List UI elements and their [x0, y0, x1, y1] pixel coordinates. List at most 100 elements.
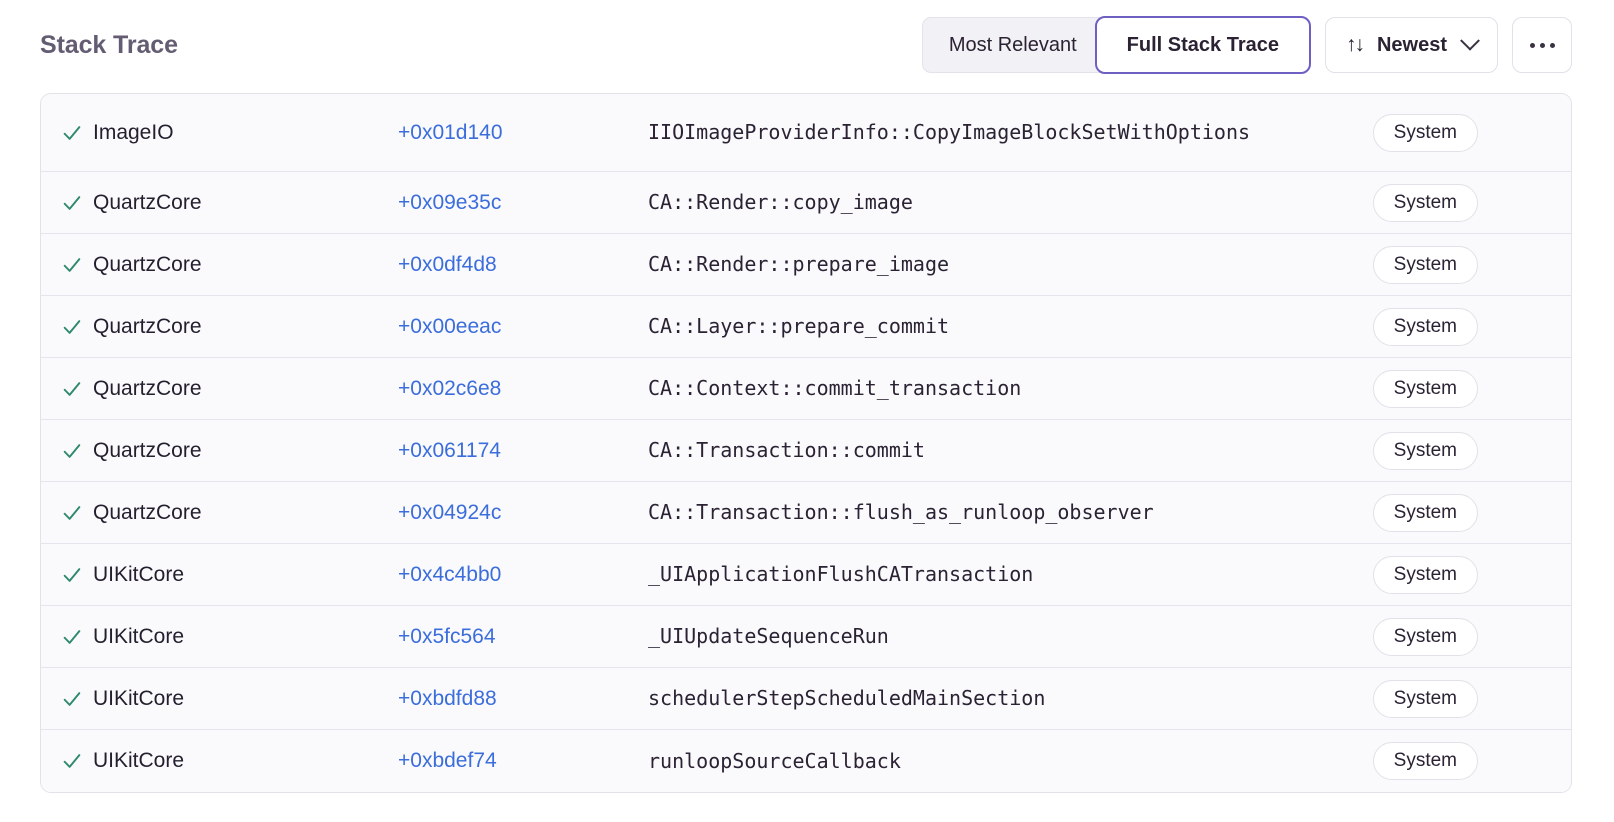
ellipsis-icon-dot-3 [1549, 42, 1555, 48]
status-badge: System [1372, 679, 1478, 718]
check-icon [63, 754, 81, 768]
table-row[interactable]: QuartzCore +0x04924c CA::Transaction::flus… [41, 482, 1571, 544]
frame-symbol: CA::Layer::prepare_commit [648, 314, 950, 338]
stack-trace-frame-list: ImageIO +0x01d140 IIOImageProviderInfo::Co… [40, 93, 1572, 793]
frame-offset-link[interactable]: +0x5fc564 [398, 624, 496, 648]
frame-module: QuartzCore [93, 314, 202, 338]
frame-status-cell [41, 688, 93, 710]
status-badge: System [1372, 245, 1478, 284]
frame-module: QuartzCore [93, 500, 202, 524]
status-badge: System [1372, 307, 1478, 346]
check-icon [63, 567, 81, 582]
status-badge: System [1372, 555, 1478, 594]
frame-badge-cell: System [1338, 369, 1478, 408]
frame-status-cell [41, 192, 93, 214]
frame-status-cell [41, 626, 93, 648]
frame-status-cell [41, 502, 93, 524]
frame-module: UIKitCore [93, 749, 185, 772]
frame-offset-link[interactable]: +0xbdef74 [398, 749, 497, 772]
frame-badge-cell: System [1338, 245, 1478, 284]
header-actions: Most Relevant Full Stack Trace ↑↓ Newest [921, 16, 1572, 74]
panel-header: Stack Trace Most Relevant Full Stack Tra… [0, 0, 1614, 90]
frame-offset-link[interactable]: +0xbdfd88 [398, 686, 497, 710]
table-row[interactable]: QuartzCore +0x09e35c CA::Render::copy_imag… [41, 172, 1571, 234]
check-icon [63, 195, 81, 210]
frame-badge-cell: System [1338, 431, 1478, 470]
frame-symbol: _UIApplicationFlushCATransaction [648, 562, 1034, 586]
status-badge: System [1372, 617, 1478, 656]
frame-status-cell [41, 750, 93, 772]
frame-module: UIKitCore [93, 686, 185, 710]
ellipsis-icon-dot-1 [1529, 42, 1535, 48]
table-row[interactable]: QuartzCore +0x00eeac CA::Layer::prepare_co… [41, 296, 1571, 358]
status-badge: System [1372, 431, 1478, 470]
frame-badge-cell: System [1338, 555, 1478, 594]
table-row[interactable]: QuartzCore +0x0df4d8 CA::Render::prepare_i… [41, 234, 1571, 296]
frame-status-cell [41, 316, 93, 338]
table-row[interactable]: UIKitCore +0x4c4bb0 _UIApplicationFlushCAT… [41, 544, 1571, 606]
frame-symbol: _UIUpdateSequenceRun [648, 624, 889, 648]
frame-module: ImageIO [93, 120, 174, 144]
sort-button-label: Newest [1376, 33, 1447, 56]
frame-module: QuartzCore [93, 376, 202, 400]
frame-offset-link[interactable]: +0x04924c [398, 500, 502, 524]
frame-offset-link[interactable]: +0x09e35c [398, 190, 502, 214]
frame-status-cell [41, 378, 93, 400]
check-icon [63, 443, 81, 458]
status-badge: System [1372, 742, 1478, 780]
sort-button[interactable]: ↑↓ Newest [1324, 17, 1498, 73]
check-icon [63, 257, 81, 272]
table-row[interactable]: UIKitCore +0xbdfd88 schedulerStepScheduled… [41, 668, 1571, 730]
frame-offset-link[interactable]: +0x02c6e8 [398, 376, 502, 400]
frame-badge-cell: System [1338, 679, 1478, 718]
frame-module: QuartzCore [93, 190, 202, 214]
frame-badge-cell: System [1338, 307, 1478, 346]
page-title: Stack Trace [40, 30, 178, 59]
stack-trace-view-segmented-control[interactable]: Most Relevant Full Stack Trace [921, 16, 1311, 74]
frame-status-cell [41, 122, 93, 144]
table-row[interactable]: QuartzCore +0x061174 CA::Transaction::comm… [41, 420, 1571, 482]
frame-symbol: CA::Transaction::flush_as_runloop_observ… [648, 500, 1154, 524]
status-badge: System [1372, 183, 1478, 222]
frame-module: UIKitCore [93, 562, 185, 586]
table-row[interactable]: ImageIO +0x01d140 IIOImageProviderInfo::Co… [41, 94, 1571, 172]
frame-offset-link[interactable]: +0x00eeac [398, 314, 502, 338]
status-badge: System [1372, 113, 1478, 152]
more-options-button[interactable] [1512, 17, 1572, 73]
frame-module: QuartzCore [93, 252, 202, 276]
frame-status-cell [41, 564, 93, 586]
check-icon [63, 505, 81, 520]
table-row[interactable]: UIKitCore +0x5fc564 _UIUpdateSequenceRun Sy… [41, 606, 1571, 668]
check-icon [63, 691, 81, 706]
frame-symbol: CA::Transaction::commit [648, 438, 925, 462]
chevron-down-icon [1460, 30, 1480, 51]
frame-module: UIKitCore [93, 624, 185, 648]
check-icon [63, 125, 81, 140]
frame-offset-link[interactable]: +0x01d140 [398, 120, 503, 144]
frame-badge-cell: System [1338, 617, 1478, 656]
frame-offset-link[interactable]: +0x4c4bb0 [398, 562, 502, 586]
frame-symbol: IIOImageProviderInfo::CopyImageBlockSetW… [648, 120, 1251, 144]
frame-status-cell [41, 440, 93, 462]
sort-arrows-icon: ↑↓ [1345, 33, 1365, 56]
frame-badge-cell: System [1338, 493, 1478, 532]
frame-badge-cell: System [1338, 742, 1478, 780]
check-icon [63, 319, 81, 334]
frame-symbol: CA::Context::commit_transaction [648, 376, 1022, 400]
frame-symbol: schedulerStepScheduledMainSection [648, 686, 1046, 710]
tab-most-relevant[interactable]: Most Relevant [921, 17, 1107, 73]
frame-symbol: CA::Render::prepare_image [648, 252, 950, 276]
frame-offset-link[interactable]: +0x061174 [398, 438, 501, 462]
tab-full-stack-trace[interactable]: Full Stack Trace [1094, 16, 1311, 74]
status-badge: System [1372, 369, 1478, 408]
frame-offset-link[interactable]: +0x0df4d8 [398, 252, 497, 276]
frame-status-cell [41, 254, 93, 276]
frame-symbol: CA::Render::copy_image [648, 190, 913, 214]
check-icon [63, 629, 81, 644]
table-row[interactable]: QuartzCore +0x02c6e8 CA::Context::commit_t… [41, 358, 1571, 420]
frame-module: QuartzCore [93, 438, 202, 462]
ellipsis-icon-dot-2 [1539, 42, 1545, 48]
status-badge: System [1372, 493, 1478, 532]
